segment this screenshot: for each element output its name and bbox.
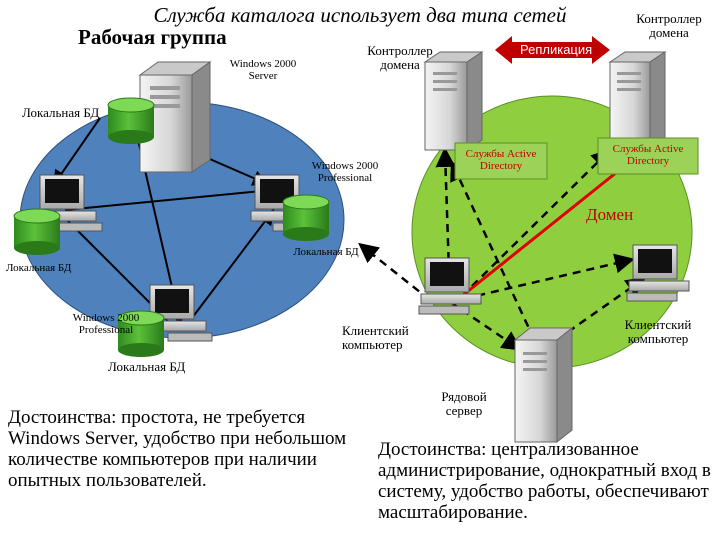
server-label: Windows 2000 Server — [229, 58, 297, 83]
ad-box-right — [597, 137, 699, 175]
domain-label: Домен — [586, 205, 634, 224]
local-db-label: Локальная БД — [22, 105, 100, 120]
server-icon — [513, 326, 574, 444]
client-label: Клиентский компьютер — [624, 317, 692, 347]
replication-label: Репликация — [520, 42, 593, 57]
domain-advantages: Достоинства: централизованное администри… — [378, 439, 711, 523]
page-title: Служба каталога использует два типа сете… — [153, 3, 567, 27]
database-icon — [282, 194, 330, 241]
local-db-label: Локальная БД — [6, 262, 72, 274]
database-icon — [13, 208, 61, 255]
double-arrow-icon — [495, 36, 610, 64]
server-icon — [138, 61, 212, 173]
client-label: Клиентский компьютер — [342, 323, 409, 353]
server-icon — [608, 51, 667, 151]
database-icon — [117, 310, 165, 357]
ad-box-left — [454, 142, 548, 180]
ad-label: Службы Active Directory — [465, 148, 537, 173]
workgroup-advantages: Достоинства: простота, не требуется Wind… — [8, 407, 347, 491]
database-icon — [107, 97, 155, 144]
ad-label: Службы Active Directory — [612, 143, 684, 168]
controller-label: Контроллер домена — [636, 11, 702, 41]
local-db-label: Локальная БД — [108, 359, 186, 374]
member-server-label: Рядовой сервер — [441, 389, 487, 419]
server-icon — [423, 51, 484, 151]
workstation-icon — [626, 244, 690, 302]
workstation-label: Windows 2000 Professional — [311, 160, 379, 185]
local-db-label: Локальная БД — [293, 246, 359, 258]
workgroup-heading: Рабочая группа — [78, 25, 227, 49]
controller-label: Контроллер домена — [367, 43, 433, 73]
workstation-label: Windows 2000 Professional — [72, 312, 140, 337]
auth-link-red — [451, 166, 623, 306]
workstation-icon — [418, 257, 482, 315]
